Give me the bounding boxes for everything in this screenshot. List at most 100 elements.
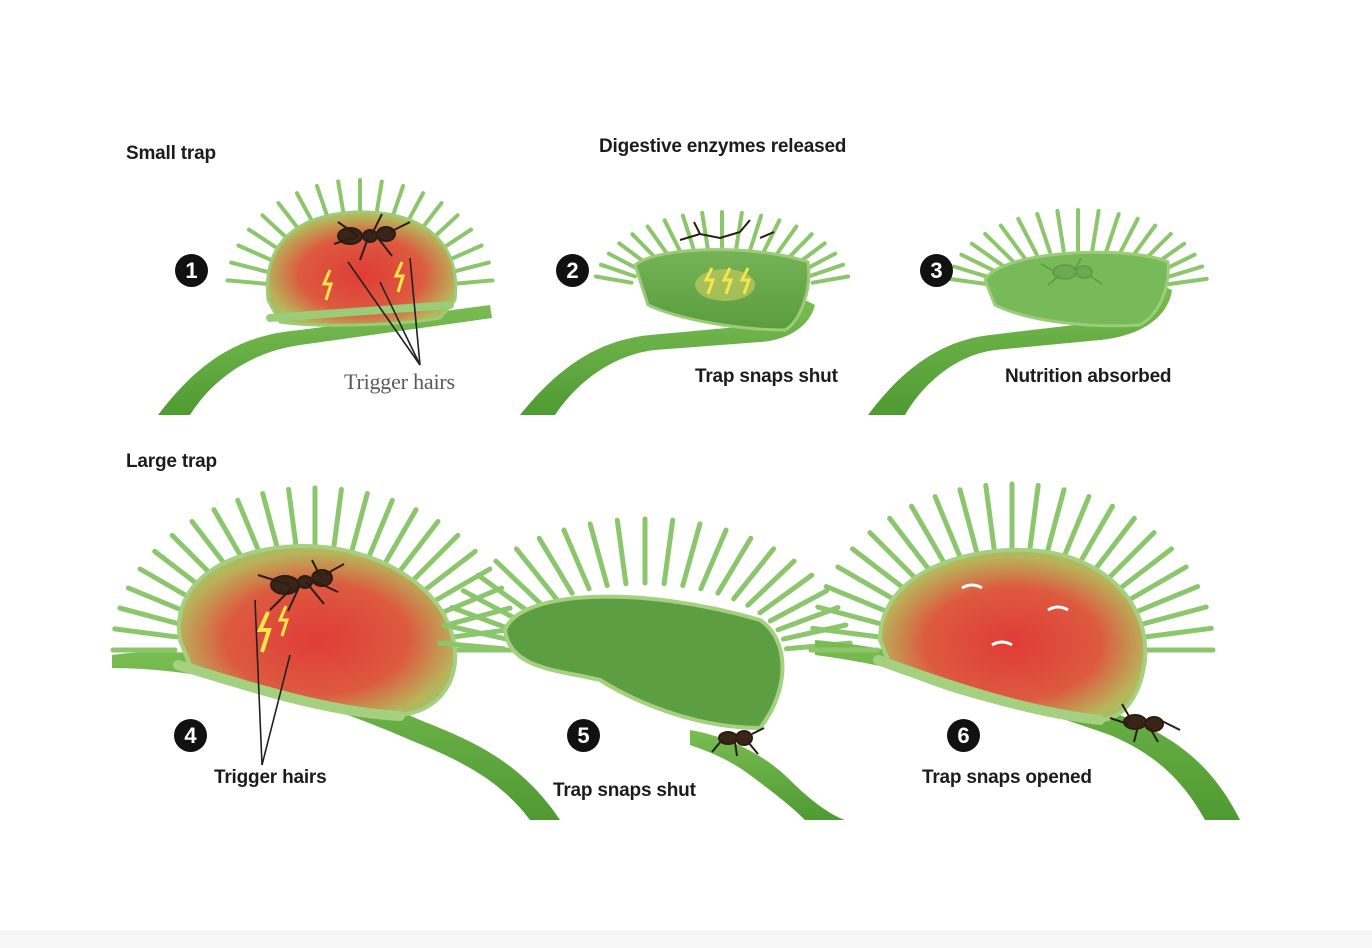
- bristle: [330, 486, 344, 554]
- bristle: [734, 210, 744, 251]
- trap-closed-2: [633, 248, 811, 332]
- bristle: [397, 519, 441, 574]
- pointer-lines-1: [347, 257, 421, 366]
- bristle: [493, 558, 545, 608]
- bristle: [236, 243, 276, 263]
- bristle: [225, 278, 268, 286]
- bristle: [698, 527, 729, 592]
- bristle: [823, 584, 890, 615]
- ant-4: [257, 559, 345, 612]
- bristle: [959, 252, 1000, 275]
- bristle: [444, 243, 484, 263]
- section-label-large-trap: Large trap: [126, 451, 217, 472]
- bristle: [1134, 584, 1201, 615]
- bristle: [235, 497, 264, 561]
- pointer-lines-4: [254, 599, 291, 766]
- bristle: [513, 546, 559, 602]
- bristle: [137, 566, 197, 603]
- bristle: [1055, 209, 1066, 253]
- caption-trigger-hairs-small: Trigger hairs: [344, 369, 455, 394]
- bristle: [781, 622, 849, 642]
- bristle: [1116, 546, 1174, 592]
- bristle: [1162, 264, 1205, 281]
- bristle: [246, 227, 283, 253]
- step-badge-1: 1: [175, 254, 208, 287]
- bristle: [411, 532, 461, 582]
- bristle: [1035, 212, 1052, 254]
- bristle: [815, 604, 885, 627]
- bristle: [947, 276, 991, 287]
- bristle: [757, 572, 815, 616]
- bristle: [810, 274, 851, 285]
- bristle: [1117, 216, 1140, 257]
- bristle: [1090, 209, 1101, 253]
- step-badge-4: 4: [174, 719, 207, 752]
- bristle: [867, 530, 919, 582]
- bristle: [957, 487, 980, 556]
- caption-digestive-enzymes: Digestive enzymes released: [599, 136, 847, 157]
- stem-1: [158, 305, 492, 415]
- bristle: [441, 622, 509, 642]
- bristle: [1027, 482, 1041, 554]
- bristle: [998, 223, 1027, 260]
- bristle: [475, 572, 533, 616]
- bristle: [1077, 503, 1115, 566]
- bristle: [593, 274, 634, 285]
- bristle: [1044, 487, 1067, 556]
- bristle: [260, 491, 282, 556]
- bristle: [450, 260, 491, 274]
- bristle: [229, 260, 270, 274]
- bristles-4: [110, 485, 520, 653]
- bristle: [645, 224, 671, 258]
- ant-1: [333, 213, 411, 261]
- bristle: [773, 224, 799, 258]
- bristle: [437, 640, 506, 652]
- caption-trap-snaps-shut-small: Trap snaps shut: [695, 366, 838, 387]
- caption-trigger-hairs-large: Trigger hairs: [214, 767, 327, 788]
- bristle: [680, 521, 703, 589]
- bristle: [1143, 625, 1214, 640]
- bristle: [850, 546, 908, 592]
- step-badge-2: 2: [556, 254, 589, 287]
- bristle: [835, 564, 898, 603]
- bristle: [715, 535, 754, 596]
- trap-lobe-1: [265, 210, 458, 327]
- bristle: [1061, 494, 1092, 561]
- bristle: [382, 507, 419, 566]
- caption-trap-snaps-shut-large: Trap snaps shut: [553, 780, 696, 801]
- bristle: [932, 494, 963, 561]
- bristle: [587, 521, 610, 589]
- bristle: [423, 548, 478, 592]
- bristle: [452, 278, 495, 286]
- stem-4: [112, 651, 560, 820]
- bristle: [1105, 530, 1157, 582]
- bristles-3: [947, 208, 1209, 287]
- caption-nutrition-absorbed: Nutrition absorbed: [1005, 366, 1172, 387]
- bristle: [1091, 515, 1137, 574]
- stem-5: [690, 730, 845, 820]
- bristle: [449, 605, 515, 633]
- bristle: [536, 535, 575, 596]
- bottom-strip: [0, 930, 1372, 948]
- bristle: [112, 626, 179, 640]
- bristle: [745, 558, 797, 608]
- bristle: [767, 588, 830, 624]
- step-badge-3: 3: [920, 254, 953, 287]
- bristle: [460, 588, 523, 624]
- bristle: [969, 241, 1007, 269]
- bristle: [1126, 564, 1189, 603]
- bristle: [1104, 212, 1121, 254]
- trap-closed-5: [502, 594, 785, 731]
- bristle: [700, 210, 710, 251]
- bristle: [661, 517, 676, 587]
- trap-lobe-6: [873, 547, 1148, 725]
- bristle: [761, 218, 782, 255]
- bristle: [614, 517, 629, 587]
- bristle: [366, 497, 395, 561]
- bristle: [1016, 216, 1039, 257]
- stem-3: [868, 285, 1172, 415]
- bristle: [1139, 604, 1209, 627]
- step-badge-6: 6: [947, 719, 980, 752]
